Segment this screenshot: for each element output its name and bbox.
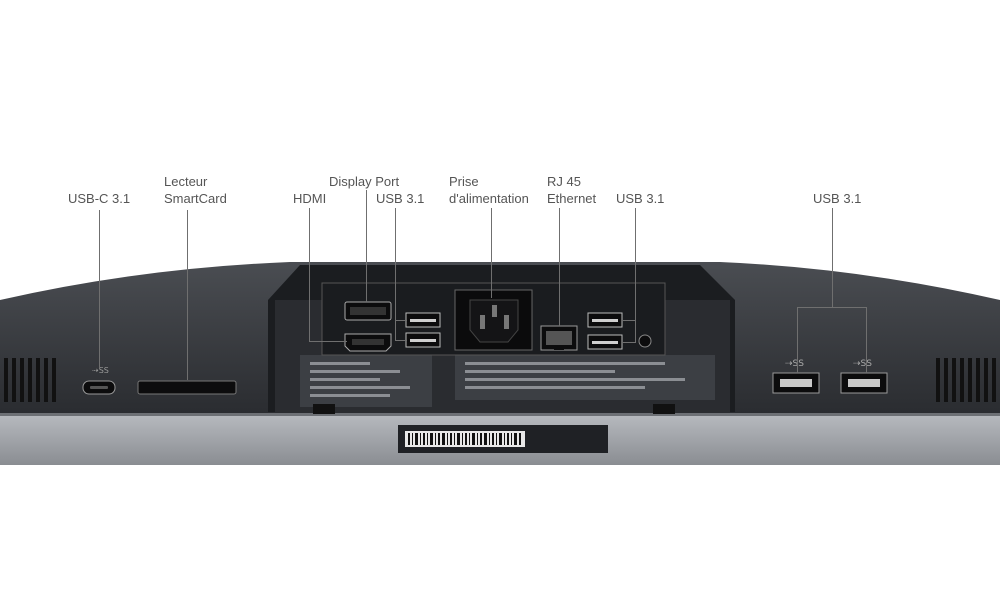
label-smartcard-line1: Lecteur (164, 174, 208, 189)
leader-smartcard (187, 210, 188, 380)
hdmi-port (344, 333, 392, 352)
displayport-port (344, 301, 392, 321)
audio-jack (638, 334, 652, 348)
leader-usb-right-b (866, 307, 867, 373)
leader-power (491, 208, 492, 298)
usbc-port: ⇢SS (82, 366, 116, 395)
leader-usb-left-b (395, 340, 407, 341)
leader-usb-mid-a (622, 320, 636, 321)
label-usb31-right: USB 3.1 (813, 191, 862, 206)
leader-displayport (366, 190, 367, 302)
svg-text:⇢SS: ⇢SS (92, 366, 109, 375)
usb-port-mid-top (587, 312, 623, 328)
label-rj45-line2: Ethernet (547, 191, 597, 206)
leader-rj45 (559, 208, 560, 326)
leader-usb-mid-b (622, 342, 636, 343)
leader-usbc (99, 210, 100, 368)
svg-text:⇢SS: ⇢SS (785, 359, 804, 369)
label-hdmi: HDMI (293, 191, 327, 206)
leader-usb-mid (635, 208, 636, 342)
leader-usb-right-a (797, 307, 798, 373)
leader-usb-right (832, 208, 833, 308)
label-usb31-mid: USB 3.1 (616, 191, 665, 206)
rj45-port (540, 325, 578, 351)
barcode-sticker (398, 425, 608, 453)
power-socket (454, 289, 533, 351)
usb-port-right-2: ⇢SS (840, 359, 888, 394)
label-power-line1: Prise (449, 174, 479, 189)
label-smartcard-line2: SmartCard (164, 191, 227, 206)
label-usbc: USB-C 3.1 (68, 191, 131, 206)
usb-port-mid-bottom (587, 334, 623, 350)
leader-usb-left (395, 208, 396, 340)
usb-port-left-bottom (405, 332, 441, 348)
right-vent-grille (936, 358, 996, 402)
label-power-line2: d'alimentation (449, 191, 529, 206)
usb-port-right-1: ⇢SS (772, 359, 820, 394)
label-displayport: Display Port (329, 174, 400, 189)
leader-usb-right-h (797, 307, 867, 308)
usb-port-left-top (405, 312, 441, 328)
leader-hdmi-h (309, 341, 347, 342)
smartcard-slot (137, 380, 237, 395)
label-usb31-left: USB 3.1 (376, 191, 425, 206)
leader-usb-left-a (395, 320, 407, 321)
leader-hdmi (309, 208, 310, 342)
left-vent-grille (4, 358, 56, 402)
label-rj45-line1: RJ 45 (547, 174, 581, 189)
svg-text:⇢SS: ⇢SS (853, 359, 872, 369)
